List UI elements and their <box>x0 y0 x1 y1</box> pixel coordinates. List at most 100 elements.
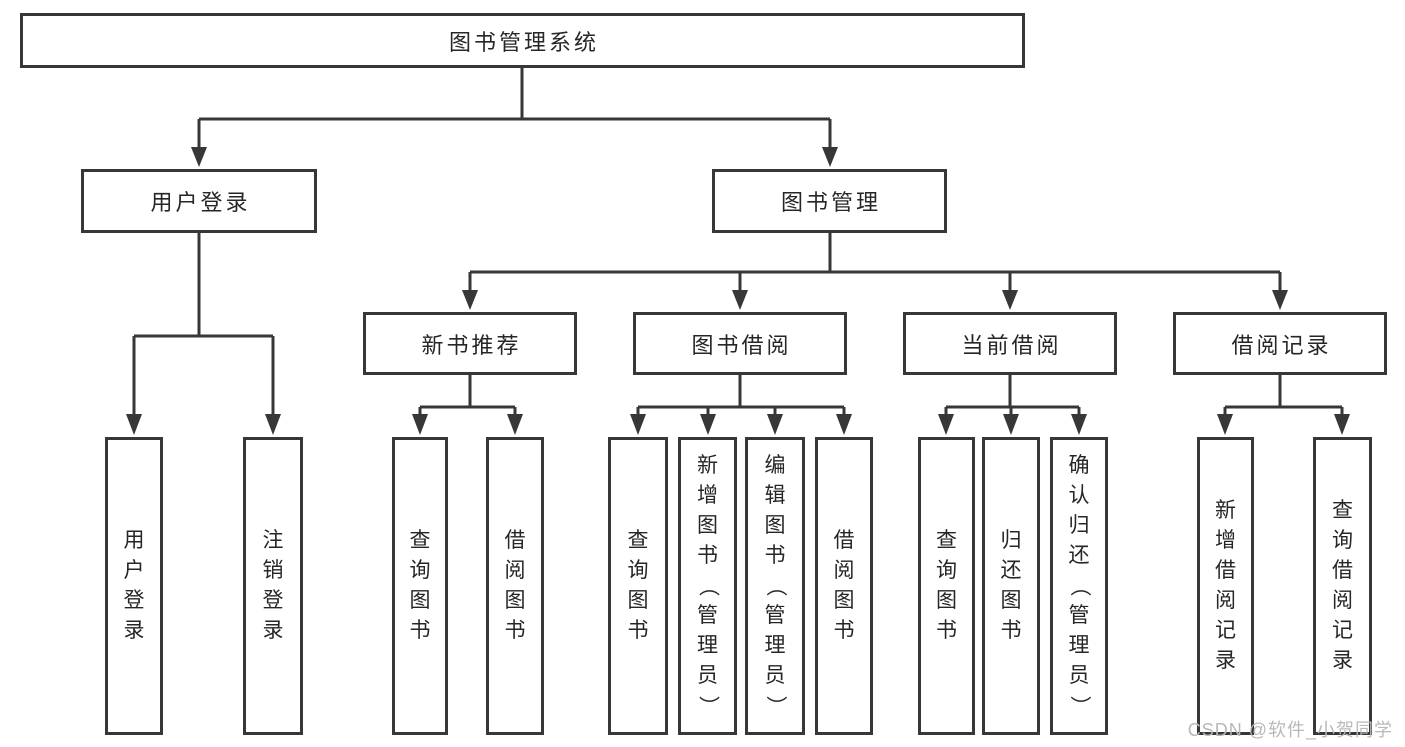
connector-bookmgmt-trunk <box>470 233 1280 274</box>
leaf-label-char: 员 <box>764 664 786 687</box>
leaf-label-char: 图 <box>1000 589 1022 612</box>
leaf-label-char: 录 <box>262 619 284 642</box>
leaf-label-char: ） <box>696 695 720 717</box>
leaf-label-char: 归 <box>1068 514 1090 537</box>
connector-newbook-trunk <box>420 375 515 409</box>
leaf-label-char: 书 <box>1000 619 1022 642</box>
leaf-label-char: 员 <box>1068 664 1090 687</box>
node-label: 新书推荐 <box>421 332 522 358</box>
csdn-watermark: CSDN @软件_小贺同学 <box>1187 720 1393 740</box>
leaf-label-char: 图 <box>936 589 957 612</box>
leaf-label-char: （ <box>696 575 720 597</box>
leaf-query-books-1: 查询图书 <box>392 437 448 735</box>
leaf-add-books-admin: 新增图书（管理员） <box>678 437 737 735</box>
node-book-borrow: 图书借阅 <box>633 312 847 375</box>
leaf-query-books-2: 查询图书 <box>608 437 668 735</box>
connector-borrowrecords-trunk <box>1225 375 1342 409</box>
node-label: 图书管理 <box>780 190 881 215</box>
leaf-label-char: 新 <box>697 454 718 477</box>
leaf-label-char: 管 <box>697 604 718 627</box>
leaf-label-char: 新 <box>1215 499 1236 522</box>
leaf-label-char: 借 <box>833 529 855 552</box>
leaf-label-char: 增 <box>1215 529 1236 552</box>
leaf-label-char: 书 <box>409 619 431 642</box>
leaf-label-char: 查 <box>936 529 957 552</box>
leaf-label-char: 记 <box>1332 619 1353 642</box>
leaf-label-char: 书 <box>936 619 957 642</box>
node-root: 图书管理系统 <box>20 13 1025 68</box>
leaf-borrow-books-1: 借阅图书 <box>486 437 544 735</box>
node-label: 借阅记录 <box>1231 332 1332 358</box>
leaf-label-char: 图 <box>833 589 855 612</box>
leaf-label-char: 登 <box>262 589 284 612</box>
leaf-label-char: 登 <box>123 589 145 612</box>
leaf-label-char: 书 <box>627 619 649 642</box>
leaf-label-char: 图 <box>409 589 431 612</box>
leaf-confirm-return-admin: 确认归还 （ 管理员 ） <box>1050 437 1108 735</box>
arrowheads <box>126 147 1350 435</box>
leaf-user-login: 用户登录 <box>105 437 163 735</box>
leaf-label-char: 阅 <box>833 559 855 582</box>
leaf-label-char: 书 <box>833 619 855 642</box>
leaf-label-char: 借 <box>1332 559 1353 582</box>
connector-userlogin-trunk <box>134 233 273 338</box>
leaf-label-char: 图 <box>764 514 786 537</box>
leaf-label-char: 录 <box>1332 649 1353 672</box>
leaf-label-char: 用 <box>123 529 145 552</box>
leaf-label-char: 管 <box>764 604 786 627</box>
leaf-label-char: 管 <box>1068 604 1090 627</box>
node-label: 当前借阅 <box>961 332 1062 358</box>
leaf-label-char: 阅 <box>1332 589 1353 612</box>
leaf-label-char: 查 <box>1332 499 1353 522</box>
leaf-label-char: ） <box>1068 695 1091 717</box>
leaf-add-borrow-record: 新增借阅记录 <box>1197 437 1254 735</box>
node-user-login: 用户登录 <box>81 169 317 233</box>
leaf-label-char: 编 <box>764 454 786 477</box>
leaf-edit-books-admin: 编辑图书（管理员） <box>745 437 805 735</box>
leaf-label-char: 阅 <box>1215 589 1236 612</box>
leaf-label-char: 还 <box>1068 544 1090 567</box>
leaf-label-char: 增 <box>697 484 718 507</box>
connector-bookborrow-trunk <box>638 375 844 409</box>
leaf-label-char: 图 <box>504 589 526 612</box>
leaf-label-char: 户 <box>123 559 145 582</box>
leaf-label-char: 借 <box>504 529 526 552</box>
leaf-logout: 注销登录 <box>243 437 303 735</box>
leaf-label-char: 记 <box>1215 619 1236 642</box>
leaf-query-borrow-record: 查询借阅记录 <box>1313 437 1372 735</box>
leaf-label-char: ） <box>764 695 787 717</box>
leaf-label-char: 还 <box>1000 559 1022 582</box>
leaf-label-char: 书 <box>764 544 786 567</box>
leaf-label-char: 询 <box>627 559 649 582</box>
leaf-label-char: 认 <box>1068 484 1090 507</box>
leaf-label-char: 归 <box>1000 529 1022 552</box>
node-label: 图书管理系统 <box>448 29 599 55</box>
leaf-query-books-3: 查询图书 <box>918 437 975 735</box>
leaf-label-char: 理 <box>697 634 718 657</box>
leaf-label-char: 理 <box>764 634 786 657</box>
leaf-label-char: 辑 <box>764 484 786 507</box>
leaf-label-char: 图 <box>627 589 649 612</box>
node-label: 用户登录 <box>150 190 251 215</box>
leaf-label-char: 录 <box>1215 649 1236 672</box>
leaf-label-char: 查 <box>627 529 649 552</box>
node-current-borrow: 当前借阅 <box>903 312 1117 375</box>
leaf-label-char: 阅 <box>504 559 526 582</box>
leaf-label-char: 录 <box>123 619 145 642</box>
connector-currentborrow-trunk <box>946 375 1079 409</box>
leaf-label-char: 销 <box>262 559 284 582</box>
leaf-label-char: （ <box>1068 575 1091 597</box>
leaf-label-char: 确 <box>1068 454 1090 477</box>
leaf-label-char: 理 <box>1068 634 1090 657</box>
leaf-label-char: 书 <box>504 619 526 642</box>
leaf-label-char: 书 <box>697 544 718 567</box>
leaf-label-char: 询 <box>1332 529 1353 552</box>
node-borrow-records: 借阅记录 <box>1173 312 1387 375</box>
leaf-label-char: 图 <box>697 514 718 537</box>
leaf-return-books: 归还图书 <box>982 437 1040 735</box>
node-book-management: 图书管理 <box>712 169 947 233</box>
node-new-book-recommend: 新书推荐 <box>363 312 577 375</box>
leaf-borrow-books-2: 借阅图书 <box>815 437 873 735</box>
